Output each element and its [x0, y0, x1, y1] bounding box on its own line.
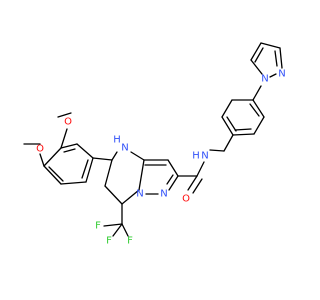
atom-o-methoxy-top: O	[64, 117, 72, 128]
atom-o-carbonyl: O	[182, 194, 190, 205]
bond-lines	[23, 42, 283, 237]
atom-labels: O O N H N N O N H N N F F F	[36, 69, 286, 247]
atom-n-pyrazole-b: N	[160, 189, 167, 200]
molecule-structure: O O N H N N O N H N N F F F	[23, 42, 286, 247]
atom-h-amine: H	[113, 135, 121, 146]
atom-f-1: F	[106, 236, 112, 247]
atom-f-2: F	[127, 236, 133, 247]
atom-h-amide: H	[192, 151, 200, 162]
atom-o-methoxy-mid: O	[36, 144, 44, 155]
atom-n-pyrazolyl-b: N	[278, 69, 285, 80]
atom-f-3: F	[95, 221, 101, 232]
atom-n-pyrazolyl-a: N	[261, 74, 268, 85]
atom-n-amine: N	[121, 143, 128, 154]
atom-n-amide: N	[201, 151, 208, 162]
atom-n-pyrazole-a: N	[136, 189, 143, 200]
